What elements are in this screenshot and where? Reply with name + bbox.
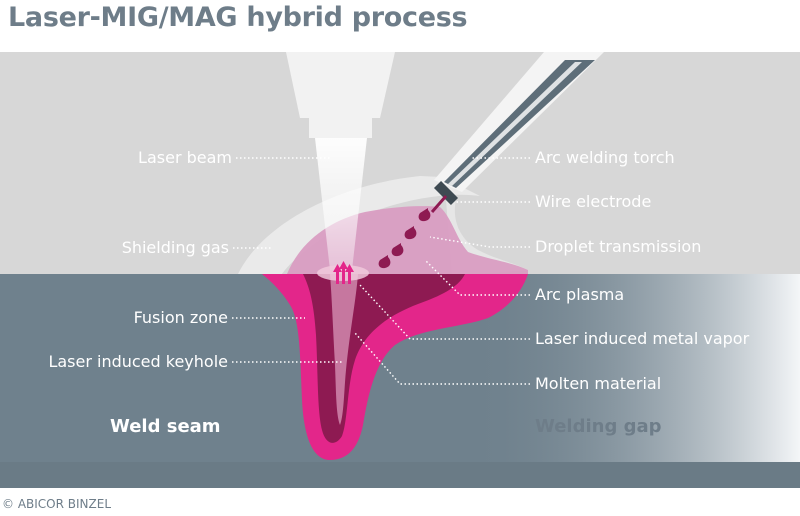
leader-metal-vapor	[359, 284, 530, 340]
label-fusion-zone: Fusion zone	[134, 308, 228, 327]
label-arc-torch: Arc welding torch	[535, 148, 675, 167]
wire-electrode	[430, 195, 448, 213]
label-wire-electrode: Wire electrode	[535, 192, 651, 211]
label-laser-beam: Laser beam	[138, 148, 232, 167]
label-shielding-gas: Shielding gas	[122, 238, 229, 257]
workpiece-bottom-band	[0, 462, 800, 488]
droplet	[378, 255, 391, 269]
contact-tip	[433, 180, 459, 206]
shielding-gas-cloud	[238, 176, 480, 274]
label-arc-plasma: Arc plasma	[535, 285, 624, 304]
droplet	[391, 243, 404, 257]
label-metal-vapor: Laser induced metal vapor	[535, 329, 750, 348]
welding-gap-gradient	[470, 274, 800, 462]
label-droplet-transmission: Droplet transmission	[535, 237, 701, 256]
laser-beam-cone	[315, 138, 367, 270]
copyright-credit: © ABICOR BINZEL	[2, 497, 112, 511]
label-molten-material: Molten material	[535, 374, 661, 393]
section-weld-seam: Weld seam	[110, 416, 221, 437]
laser-keyhole	[330, 274, 358, 425]
torch-highlight	[448, 62, 582, 186]
label-laser-keyhole: Laser induced keyhole	[48, 352, 228, 371]
section-welding-gap: Welding gap	[535, 416, 662, 437]
diagram-title: Laser-MIG/MAG hybrid process	[8, 2, 468, 33]
leader-droplet	[429, 236, 530, 248]
metal-vapor-arrows	[333, 261, 354, 284]
droplet	[418, 208, 431, 222]
laser-optic-nozzle	[309, 118, 372, 138]
laser-optic-head	[286, 52, 395, 118]
droplet	[404, 226, 417, 240]
